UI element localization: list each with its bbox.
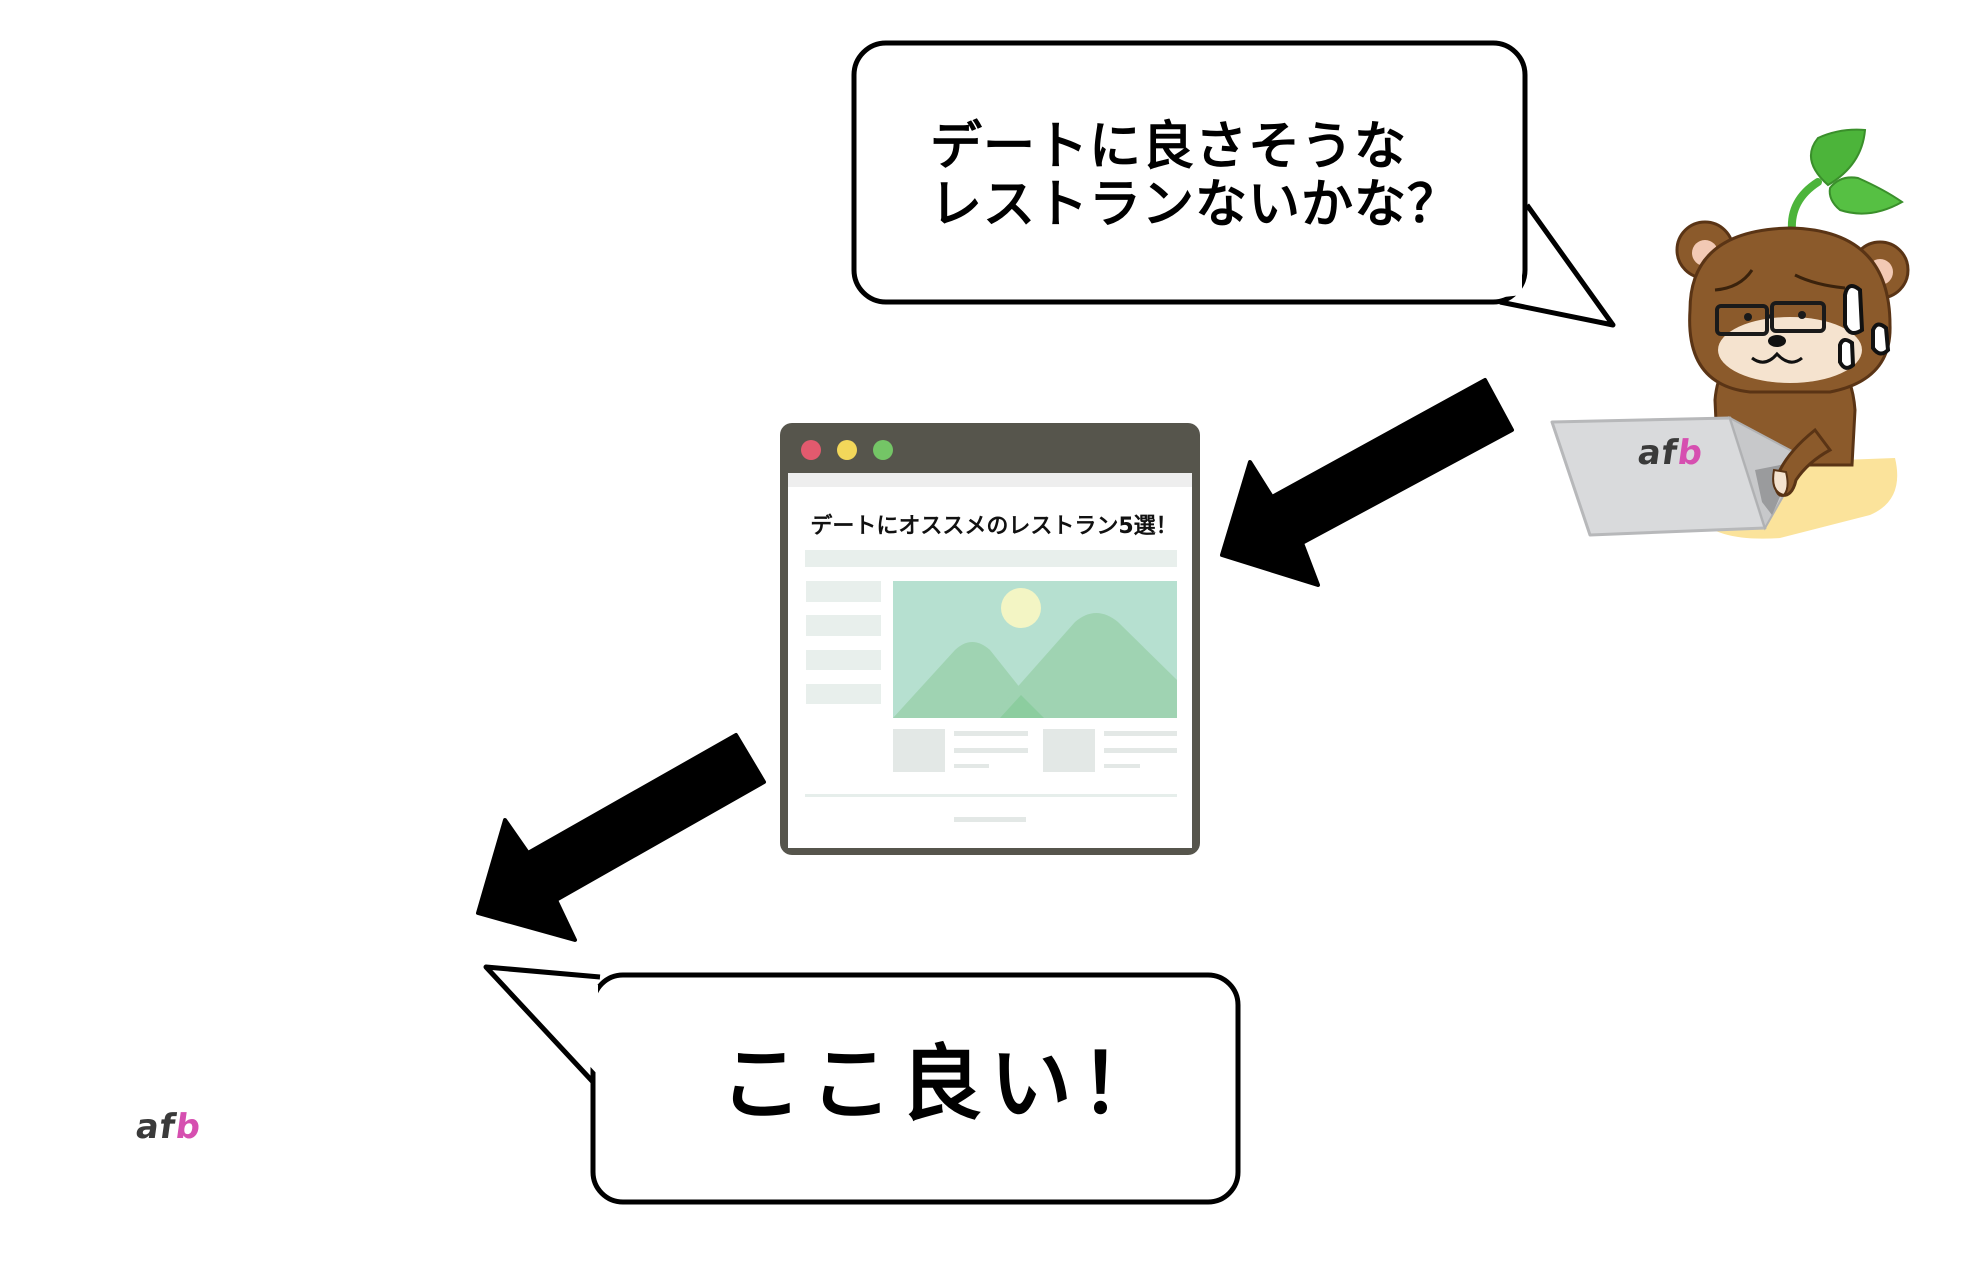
browser-window-mockup bbox=[780, 423, 1200, 855]
question-speech-bubble bbox=[851, 40, 1616, 328]
answer-bubble-text: ここ良い！ bbox=[720, 1037, 1171, 1132]
sweat-drop-icon bbox=[1838, 284, 1891, 370]
arrow-down-left-icon bbox=[476, 733, 766, 942]
question-bubble-text: デートに良さそうな レストランないかな？ bbox=[930, 117, 1461, 235]
bear-character-worried bbox=[1550, 128, 1910, 539]
afb-logo: afb bbox=[1635, 433, 1706, 473]
afb-logo-af: af bbox=[133, 1107, 179, 1147]
image-placeholder-icon bbox=[893, 581, 1177, 718]
afb-logo: afb bbox=[133, 1107, 204, 1147]
minimize-dot-icon bbox=[837, 440, 857, 460]
close-dot-icon bbox=[801, 440, 821, 460]
arrow-down-left-icon bbox=[1220, 378, 1514, 587]
article-title: デートにオススメのレストラン5選！ bbox=[810, 514, 1178, 539]
sprout-leaf-icon bbox=[1787, 128, 1904, 234]
answer-speech-bubble bbox=[483, 964, 1241, 1205]
maximize-dot-icon bbox=[873, 440, 893, 460]
afb-logo-af: af bbox=[1635, 433, 1681, 473]
